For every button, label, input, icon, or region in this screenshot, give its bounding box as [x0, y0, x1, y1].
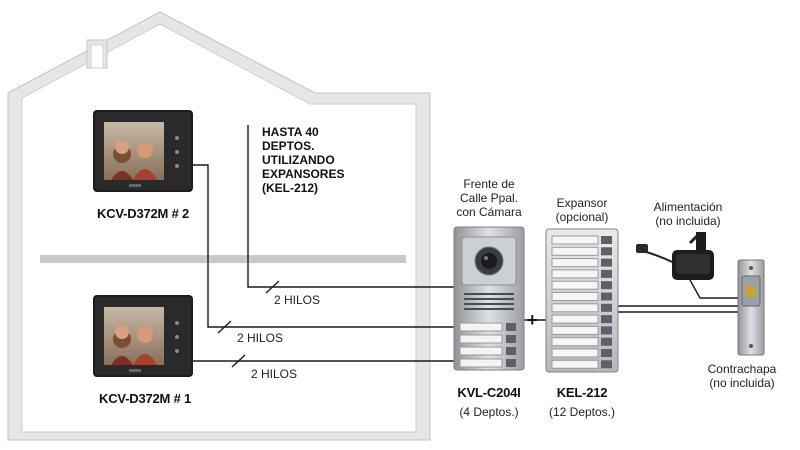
- expander-name-tag: [551, 303, 599, 313]
- panel-caption-line: con Cámara: [456, 205, 522, 219]
- expansion-note-line: EXPANSORES: [262, 167, 345, 181]
- power-caption: Alimentación (no incluida): [636, 200, 740, 228]
- power-adapter: [636, 231, 714, 280]
- expansion-note-line: HASTA 40: [262, 125, 319, 139]
- expander-call-button: [601, 349, 612, 357]
- expander-name-tag: [551, 235, 599, 245]
- plus-sign: +: [527, 310, 538, 330]
- expander-name-tag: [551, 325, 599, 335]
- expander-name-tag: [551, 314, 599, 324]
- expander-name-tag: [551, 348, 599, 358]
- expander-call-button: [601, 315, 612, 324]
- monitor-2-label: KCV-D372M # 2: [97, 206, 190, 221]
- strike-caption-line: (no incluida): [709, 376, 775, 390]
- expander-call-button: [601, 337, 612, 346]
- house-outline: [7, 11, 431, 441]
- expander-call-button: [601, 360, 612, 369]
- expander-model: KEL-212: [556, 385, 608, 400]
- strike-caption-line: Contrachapa: [707, 362, 777, 376]
- expander-call-button: [601, 326, 612, 335]
- expander-name-tag: [551, 359, 599, 369]
- expander-call-button: [601, 292, 612, 301]
- power-caption-line: (no incluida): [655, 214, 721, 228]
- power-caption-line: Alimentación: [653, 200, 723, 214]
- panel-name-buttons: [459, 322, 516, 368]
- monitor-1-label: KCV-D372M # 1: [99, 391, 192, 406]
- strike-caption: Contrachapa (no incluida): [700, 362, 784, 390]
- expansion-note-line: DEPTOS.: [262, 139, 315, 153]
- monitor-bottom: [93, 295, 193, 377]
- wire-label-upper: 2 HILOS: [274, 293, 321, 307]
- expander-capacity: (12 Deptos.): [548, 405, 616, 419]
- expander-call-button: [601, 269, 612, 278]
- panel-model: KVL-C204I: [457, 385, 521, 400]
- expansion-note-line: UTILIZANDO: [262, 153, 335, 167]
- expander-name-tag: [551, 292, 599, 301]
- panel-caption-line: Calle Ppal.: [459, 191, 519, 205]
- expander-name-tag: [551, 258, 599, 268]
- expander-panel: [545, 228, 619, 373]
- monitor-top: [93, 110, 193, 192]
- expander-caption-line: Expansor: [556, 196, 608, 210]
- expander-call-button: [601, 303, 612, 312]
- expander-call-button: [601, 281, 612, 290]
- wires: [193, 125, 742, 362]
- expander-call-button: [601, 258, 612, 267]
- expander-call-button: [601, 247, 612, 256]
- door-strike: [737, 259, 765, 356]
- expander-name-tag: [551, 337, 599, 347]
- expander-call-button: [601, 236, 612, 244]
- panel-caption: Frente de Calle Ppal. con Cámara: [446, 177, 532, 219]
- expander-name-tag: [551, 280, 599, 290]
- floor-slab: [40, 255, 406, 263]
- expansion-note-line: (KEL-212): [262, 181, 319, 195]
- expander-name-tag: [551, 246, 599, 256]
- panel-capacity: (4 Deptos.): [459, 405, 519, 419]
- entrance-panel: [453, 226, 525, 371]
- wire-label-middle: 2 HILOS: [237, 331, 284, 345]
- expansion-note: HASTA 40 DEPTOS. UTILIZANDO EXPANSORES (…: [262, 125, 344, 195]
- expander-name-tag: [551, 269, 599, 279]
- expander-caption: Expansor (opcional): [540, 196, 624, 224]
- panel-caption-line: Frente de: [463, 177, 515, 191]
- wire-label-lower: 2 HILOS: [251, 367, 298, 381]
- expander-caption-line: (opcional): [555, 210, 609, 224]
- wire-slash-marks: [217, 280, 280, 368]
